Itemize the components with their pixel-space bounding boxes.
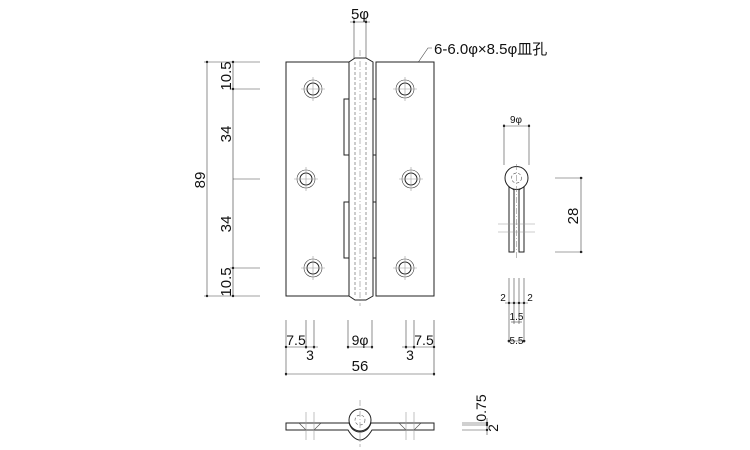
- left-hole-gap-label: 3: [306, 347, 314, 363]
- side-view: 9φ 28 2 2 1.5 5.5: [498, 115, 583, 347]
- screw-hole: [393, 77, 417, 101]
- right-edge-to-hole-label: 7.5: [414, 332, 434, 348]
- front-view: [285, 50, 435, 306]
- overall-width-label: 56: [352, 358, 369, 375]
- knuckle-diameter-label: 9φ: [352, 332, 369, 348]
- bottom-offset-label: 10.5: [218, 267, 235, 296]
- lower-pitch-label: 34: [218, 216, 235, 233]
- hole-callout-label: 6-6.0φ×8.5φ皿孔: [434, 41, 547, 58]
- screw-hole: [393, 256, 417, 280]
- pin-diameter-dimension: 5φ: [350, 6, 370, 60]
- vertical-dimensions: 10.5 34 89 34 10.5: [192, 60, 260, 298]
- upper-pitch-label: 34: [218, 126, 235, 143]
- side-knuckle-diameter-label: 9φ: [510, 115, 523, 126]
- screw-hole: [301, 77, 325, 101]
- top-offset-label: 10.5: [218, 61, 235, 90]
- leaf-length-label: 28: [565, 208, 582, 225]
- bottom-thickness-label: 2: [485, 424, 501, 432]
- bottom-view: [285, 400, 435, 447]
- gap-label: 1.5: [510, 312, 524, 323]
- total-thickness-label: 5.5: [510, 336, 524, 347]
- left-thickness-label: 2: [500, 293, 506, 304]
- pin-diameter-label: 5φ: [351, 6, 369, 23]
- screw-hole: [294, 167, 318, 191]
- knuckle: [348, 57, 374, 301]
- screw-hole: [399, 167, 423, 191]
- overall-height-label: 89: [192, 172, 209, 189]
- left-edge-to-hole-label: 7.5: [286, 332, 306, 348]
- right-thickness-label: 2: [527, 293, 533, 304]
- thickness-dimensions: 0.75 2: [462, 394, 501, 435]
- width-dimensions: 7.5 3 9φ 3 7.5 56: [284, 320, 436, 376]
- right-hole-gap-label: 3: [406, 347, 414, 363]
- clearance-label: 0.75: [473, 394, 489, 421]
- screw-holes: [294, 77, 423, 280]
- screw-hole: [301, 256, 325, 280]
